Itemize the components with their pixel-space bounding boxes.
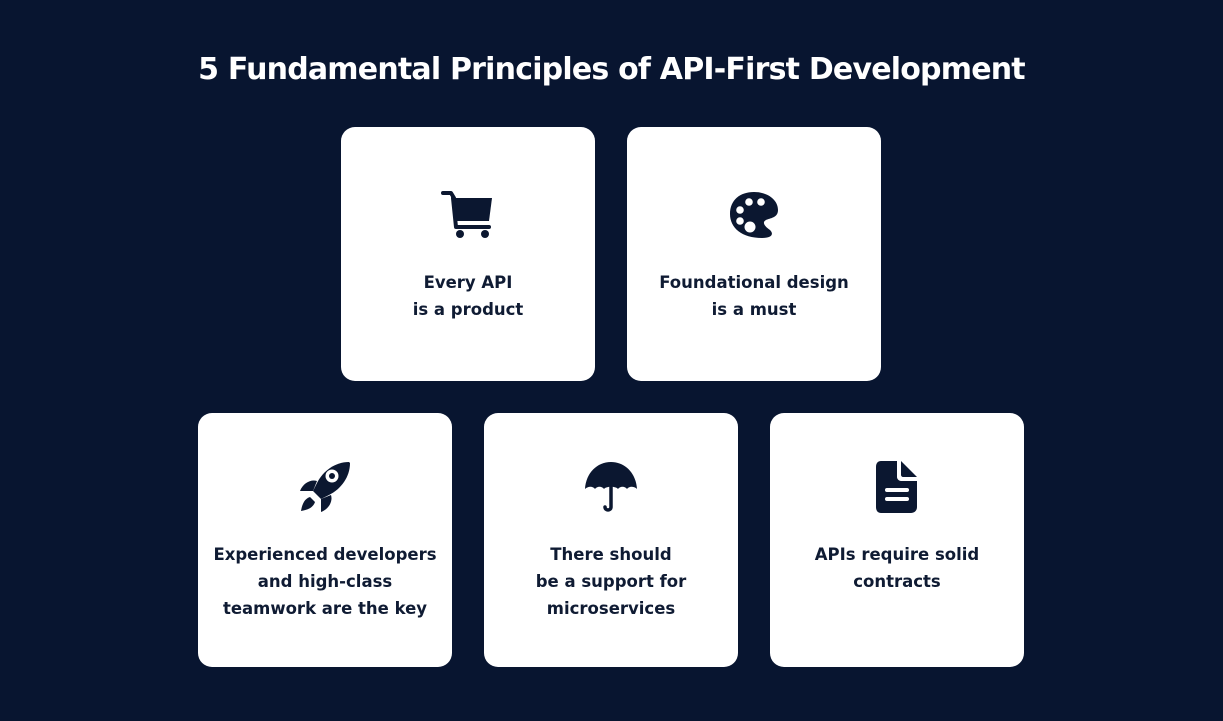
cart-icon — [341, 187, 595, 243]
principle-label: Every API is a product — [412, 273, 524, 319]
principle-card-design: Foundational design is a must — [627, 127, 881, 381]
palette-icon — [627, 187, 881, 243]
principle-card-product: Every API is a product — [341, 127, 595, 381]
principle-label: Foundational design is a must — [659, 273, 849, 319]
principle-label: Experienced developers and high-class te… — [213, 545, 437, 618]
document-icon — [770, 459, 1024, 515]
page-title: 5 Fundamental Principles of API-First De… — [198, 52, 1025, 87]
principle-label: There should be a support for microservi… — [535, 545, 687, 618]
principle-label: APIs require solid contracts — [814, 545, 980, 591]
principle-card-microservices: There should be a support for microservi… — [484, 413, 738, 667]
principle-card-contracts: APIs require solid contracts — [770, 413, 1024, 667]
rocket-icon — [198, 459, 452, 515]
principle-card-teamwork: Experienced developers and high-class te… — [198, 413, 452, 667]
umbrella-icon — [484, 459, 738, 515]
